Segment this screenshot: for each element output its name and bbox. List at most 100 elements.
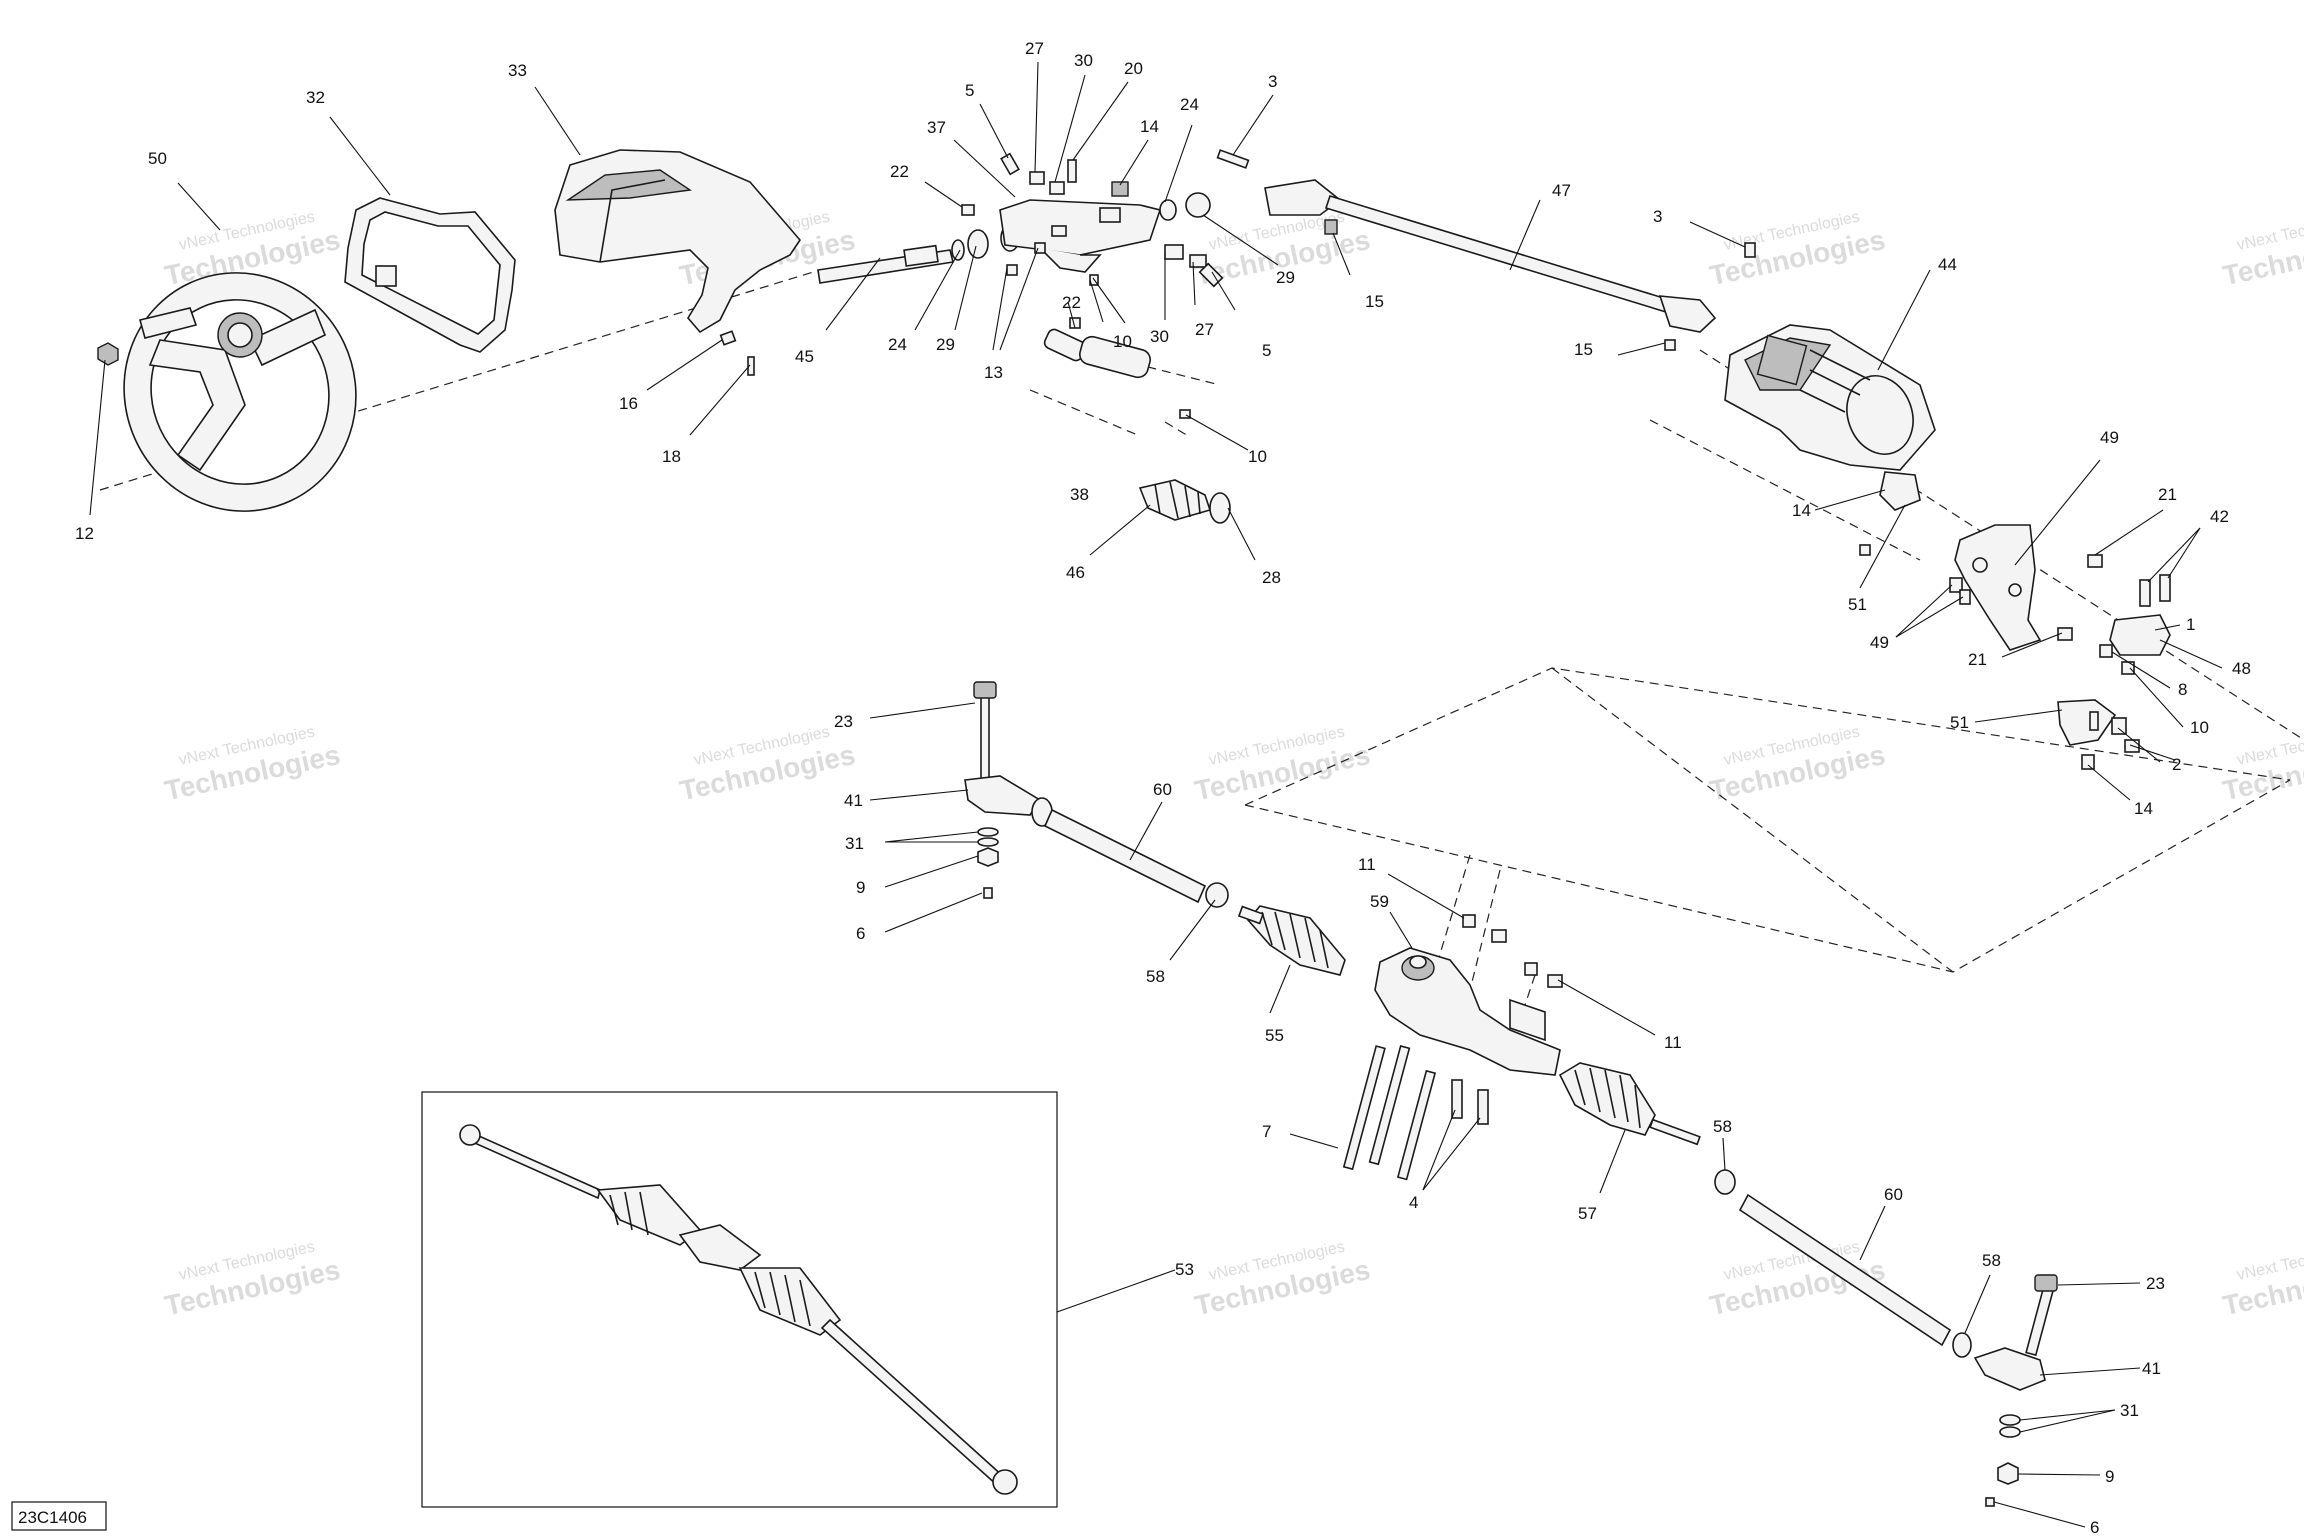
bolts-7 xyxy=(1342,1045,1437,1181)
watermark: vNext Technologies Technologies xyxy=(2220,208,2304,291)
callout-label: 55 xyxy=(1265,1026,1284,1045)
callout-label: 15 xyxy=(1574,340,1593,359)
callout-label: 6 xyxy=(2090,1518,2099,1536)
callout-label: 13 xyxy=(984,363,1003,382)
steering-rack-housing xyxy=(1374,947,1561,1076)
callout-label: 1 xyxy=(2186,615,2195,634)
callout-label: 20 xyxy=(1124,59,1143,78)
callout-label: 16 xyxy=(619,394,638,413)
watermark: vNext Technologies Technologies xyxy=(162,723,343,806)
callout-label: 11 xyxy=(1664,1033,1682,1052)
callout-label: 22 xyxy=(890,162,909,181)
callout-label: 24 xyxy=(1180,95,1199,114)
callout-label: 28 xyxy=(1262,568,1281,587)
callout-label: 27 xyxy=(1025,39,1044,58)
inset-assembly-view xyxy=(421,1091,1058,1508)
callout-label: 5 xyxy=(1262,341,1271,360)
clamp-48 xyxy=(2057,554,2171,675)
watermark: vNext Technologies Technologies xyxy=(677,723,858,806)
callout-label: 27 xyxy=(1195,320,1214,339)
callout-label: 48 xyxy=(2232,659,2251,678)
bracket-fasteners xyxy=(961,152,1224,288)
callout-label: 23 xyxy=(834,712,853,731)
tie-rod-end-right xyxy=(1973,1274,2058,1507)
watermark: vNext Technologies Technologies xyxy=(1192,723,1373,806)
bolt-3 xyxy=(1216,149,1756,351)
rack-boot-55 xyxy=(1237,905,1346,976)
bolts-4 xyxy=(1451,1079,1489,1125)
callout-label: 31 xyxy=(2120,1401,2139,1420)
eps-motor xyxy=(1724,324,1936,471)
callout-label: 47 xyxy=(1552,181,1571,200)
callout-label: 45 xyxy=(795,347,814,366)
callout-label: 59 xyxy=(1370,892,1389,911)
tie-rod-left xyxy=(1043,808,1229,908)
callout-label: 57 xyxy=(1578,1204,1597,1223)
watermark: vNext Technologies Technologies xyxy=(1707,208,1888,291)
callout-label: 50 xyxy=(148,149,167,168)
boot-46 xyxy=(1138,479,1231,524)
callout-label: 12 xyxy=(75,524,94,543)
reference-code-box: 23C1406 xyxy=(11,1501,107,1531)
callout-label: 2 xyxy=(2172,755,2181,774)
tie-rod-right xyxy=(1738,1193,1952,1347)
tie-rod-end-left xyxy=(964,681,1053,899)
watermark: vNext Technologies Technologies xyxy=(162,1238,343,1321)
actuator-38 xyxy=(1043,317,1191,419)
callout-label: 29 xyxy=(1276,268,1295,287)
callout-label: 60 xyxy=(1884,1185,1903,1204)
dash-bezel xyxy=(344,197,516,353)
callout-label: 33 xyxy=(508,61,527,80)
rack-boot-57 xyxy=(1558,1062,1701,1146)
callout-label: 15 xyxy=(1365,292,1384,311)
column-bracket xyxy=(999,199,1162,273)
watermark: vNext Technologies Technologies xyxy=(2220,723,2304,806)
watermark: vNext Technologies Technologies xyxy=(1707,723,1888,806)
callout-labels: 50 32 33 12 16 18 45 22 37 5 27 30 20 14… xyxy=(75,39,2251,1536)
callout-label: 30 xyxy=(1074,51,1093,70)
callout-label: 10 xyxy=(1113,332,1132,351)
watermark: vNext Technologies Technologies xyxy=(1192,1238,1373,1321)
callout-label: 11 xyxy=(1358,855,1376,874)
mount-bracket-51 xyxy=(1859,471,1921,556)
callout-label: 53 xyxy=(1175,1260,1194,1279)
callout-label: 42 xyxy=(2210,507,2229,526)
callout-label: 49 xyxy=(2100,428,2119,447)
callout-label: 32 xyxy=(306,88,325,107)
callout-label: 3 xyxy=(1268,72,1277,91)
callout-label: 18 xyxy=(662,447,681,466)
screw-18 xyxy=(747,356,755,376)
callout-label: 44 xyxy=(1938,255,1957,274)
callout-label: 41 xyxy=(844,791,863,810)
callout-label: 30 xyxy=(1150,327,1169,346)
callout-label: 7 xyxy=(1262,1122,1271,1141)
callout-label: 10 xyxy=(2190,718,2209,737)
callout-label: 46 xyxy=(1066,563,1085,582)
callout-label: 9 xyxy=(856,878,865,897)
callout-label: 41 xyxy=(2142,1359,2161,1378)
steering-wheel xyxy=(123,272,357,512)
screw-16 xyxy=(719,330,737,346)
callout-label: 38 xyxy=(1070,485,1089,504)
callout-label: 3 xyxy=(1653,207,1662,226)
callout-label: 9 xyxy=(2105,1467,2114,1486)
callout-label: 5 xyxy=(965,81,974,100)
callout-label: 21 xyxy=(1968,650,1987,669)
intermediate-shaft xyxy=(1264,179,1717,333)
reference-code: 23C1406 xyxy=(18,1508,87,1527)
callout-label: 51 xyxy=(1950,713,1969,732)
callout-label: 51 xyxy=(1848,595,1867,614)
callout-label: 58 xyxy=(1713,1117,1732,1136)
callout-label: 23 xyxy=(2146,1274,2165,1293)
bushings-11 xyxy=(1462,914,1563,988)
callout-label: 21 xyxy=(2158,485,2177,504)
mount-plate-49 xyxy=(1949,524,2042,651)
callout-label: 22 xyxy=(1062,293,1081,312)
callout-label: 60 xyxy=(1153,780,1172,799)
callout-label: 49 xyxy=(1870,633,1889,652)
column-shaft xyxy=(817,244,954,284)
callout-label: 58 xyxy=(1982,1251,2001,1270)
callout-label: 31 xyxy=(845,834,864,853)
callout-label: 14 xyxy=(1792,501,1811,520)
